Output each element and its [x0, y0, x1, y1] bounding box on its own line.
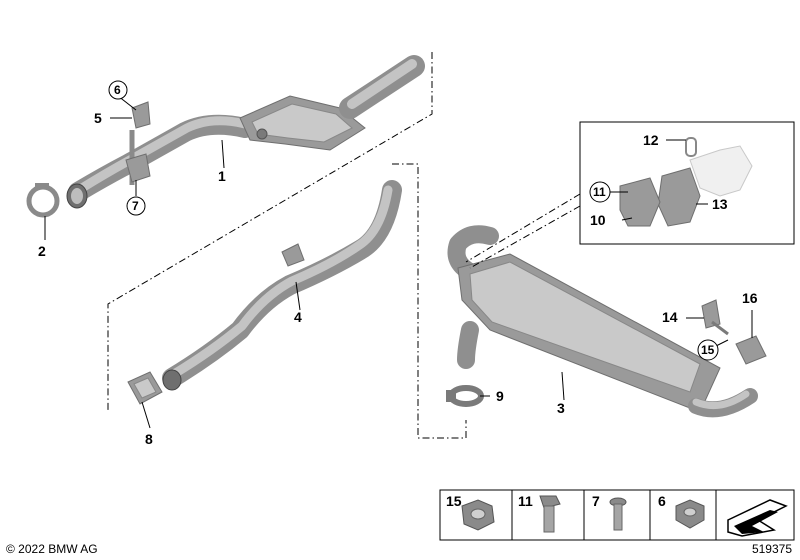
- callout-16: 16: [742, 290, 758, 306]
- detail-inset: [579, 121, 795, 245]
- torx-bolt-icon: [609, 497, 627, 531]
- callout-14: 14: [662, 309, 678, 325]
- copyright-text: © 2022 BMW AG: [6, 542, 98, 556]
- callout-15-circle: 15: [697, 339, 719, 361]
- callout-7-circle: 7: [126, 196, 146, 216]
- bracket-5[interactable]: [131, 101, 151, 129]
- callout-15: 15: [701, 343, 715, 357]
- bracket-14[interactable]: [701, 299, 729, 336]
- callout-9: 9: [496, 388, 504, 404]
- rear-muffler[interactable]: [447, 225, 758, 418]
- center-pipe[interactable]: [162, 180, 402, 391]
- callout-4: 4: [294, 309, 302, 325]
- callout-7: 7: [132, 199, 139, 213]
- callout-3: 3: [557, 400, 565, 416]
- front-pipe-catalytic-converter[interactable]: [66, 55, 425, 209]
- hex-nut-icon: [675, 499, 705, 529]
- hex-bolt-icon: [539, 495, 561, 533]
- legend-number-7: 7: [592, 493, 600, 509]
- pipe-clamp-9[interactable]: [446, 385, 484, 407]
- legend-number-15: 15: [446, 493, 462, 509]
- callout-8: 8: [145, 431, 153, 447]
- callout-13: 13: [712, 196, 728, 212]
- callout-6-circle: 6: [108, 80, 128, 100]
- flange-nut-icon: [461, 499, 495, 531]
- rubber-mount-16[interactable]: [735, 335, 767, 365]
- clamp-ring-2[interactable]: [26, 183, 60, 218]
- callout-12: 12: [643, 132, 659, 148]
- navigation-arrow-icon[interactable]: [727, 499, 788, 537]
- leader-lines: [44, 95, 753, 429]
- legend-number-11: 11: [518, 493, 533, 509]
- callout-11: 11: [593, 185, 606, 199]
- callout-2: 2: [38, 243, 46, 259]
- callout-11-circle: 11: [589, 181, 611, 203]
- diagram-id-text: 519375: [751, 542, 792, 556]
- connection-guides: [107, 52, 581, 439]
- hardware-legend: 15 11 7 6: [439, 489, 795, 541]
- callout-1: 1: [218, 168, 226, 184]
- callout-5: 5: [94, 110, 102, 126]
- pipe-clamp-8[interactable]: [127, 371, 163, 405]
- callout-10: 10: [590, 212, 606, 228]
- callout-6: 6: [114, 83, 121, 97]
- callouts: 1 2 3 4 5 6 7 8 9 10 11 12 13 14 15 16: [38, 80, 758, 447]
- legend-number-6: 6: [658, 493, 666, 509]
